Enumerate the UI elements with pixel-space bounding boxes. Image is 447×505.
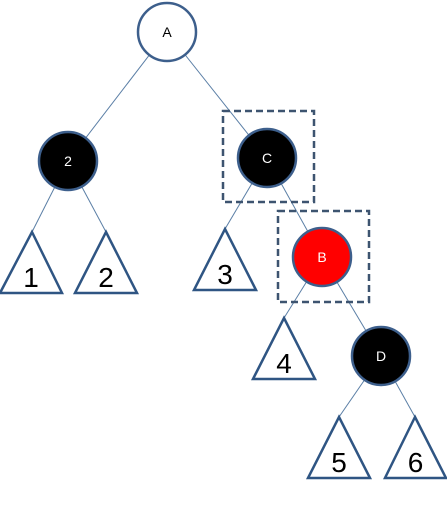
node-label: D bbox=[376, 348, 386, 364]
nodes: A 2 C B D bbox=[37, 1, 412, 387]
selection-box-b bbox=[276, 209, 371, 304]
subtree-triangle bbox=[305, 414, 373, 480]
subtrees: 1 2 3 4 5 6 bbox=[0, 226, 447, 480]
node-label: B bbox=[317, 249, 326, 265]
node-circle bbox=[291, 226, 353, 288]
subtree-label: 5 bbox=[331, 447, 347, 478]
subtree-t3: 3 bbox=[191, 226, 259, 292]
node-c: C bbox=[236, 127, 298, 189]
node-circle bbox=[136, 1, 198, 63]
node-label: A bbox=[162, 24, 172, 40]
subtree-t2: 2 bbox=[72, 229, 140, 295]
node-circle bbox=[37, 130, 99, 192]
node-circle bbox=[350, 325, 412, 387]
node-circle bbox=[236, 127, 298, 189]
subtree-triangle bbox=[72, 229, 140, 295]
selection-box-c bbox=[221, 109, 316, 204]
selection-boxes bbox=[221, 109, 371, 304]
subtree-t1: 1 bbox=[0, 229, 65, 295]
node-label: 2 bbox=[64, 153, 72, 169]
node-n2: 2 bbox=[37, 130, 99, 192]
node-d: D bbox=[350, 325, 412, 387]
subtree-label: 2 bbox=[98, 262, 114, 293]
subtree-triangle bbox=[191, 226, 259, 292]
subtree-label: 1 bbox=[23, 262, 39, 293]
subtree-label: 3 bbox=[217, 259, 233, 290]
subtree-label: 6 bbox=[408, 447, 424, 478]
subtree-triangle bbox=[0, 229, 65, 295]
subtree-t6: 6 bbox=[382, 414, 447, 480]
subtree-t5: 5 bbox=[305, 414, 373, 480]
subtree-t4: 4 bbox=[250, 315, 318, 381]
subtree-triangle bbox=[382, 414, 447, 480]
subtree-label: 4 bbox=[276, 348, 292, 379]
node-a: A bbox=[136, 1, 198, 63]
subtree-triangle bbox=[250, 315, 318, 381]
node-b: B bbox=[291, 226, 353, 288]
node-label: C bbox=[262, 150, 272, 166]
